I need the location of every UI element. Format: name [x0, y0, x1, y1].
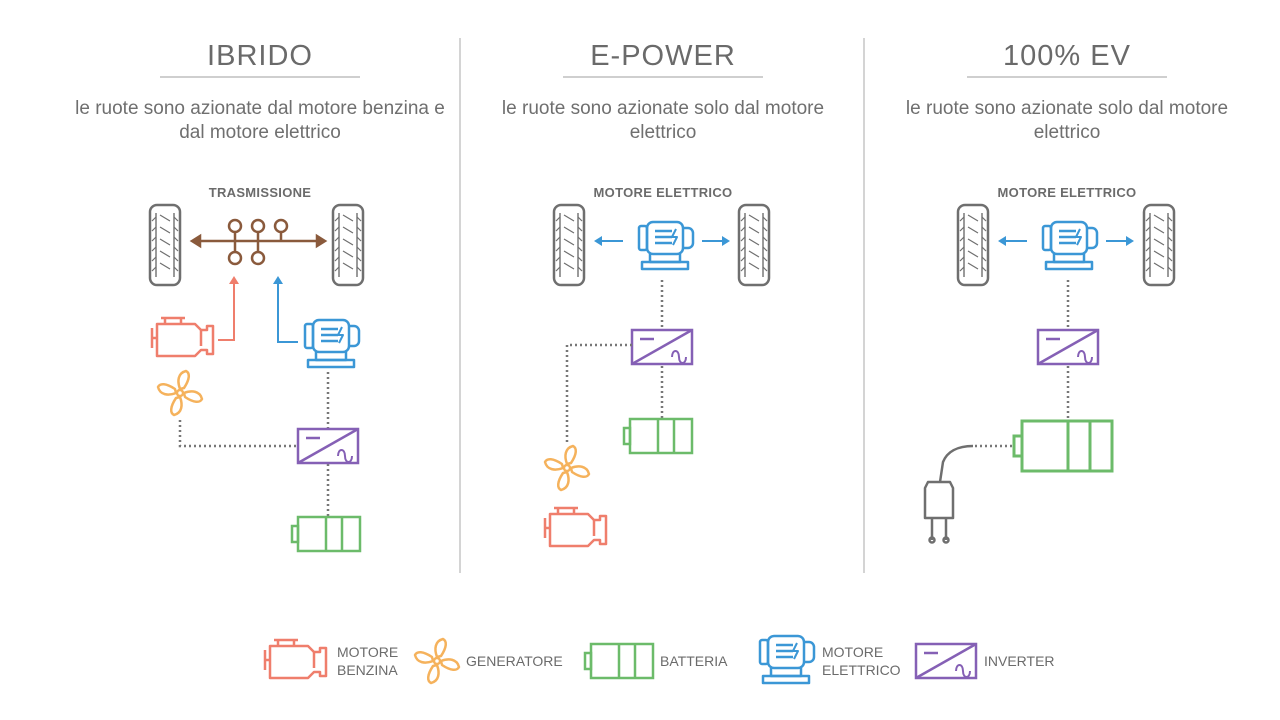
battery-icon	[622, 417, 694, 455]
title-underline	[563, 76, 763, 78]
legend-label: BATTERIA	[660, 653, 728, 669]
electric-motor-icon	[637, 220, 695, 271]
legend-label: GENERATORE	[466, 653, 563, 669]
legend-label: INVERTER	[984, 653, 1055, 669]
ev-diagram	[923, 203, 1176, 544]
legend-item-electric-motor: MOTORE ELETTRICO	[822, 643, 901, 679]
inverter-icon	[296, 427, 360, 465]
generator-icon	[545, 446, 589, 490]
legend-item-engine: MOTORE BENZINA	[337, 643, 398, 679]
column-title: 100% EV	[1003, 40, 1131, 72]
wheel-icon	[1142, 203, 1176, 287]
title-underline	[967, 76, 1167, 78]
column-epower: E-POWER le ruote sono azionate solo dal …	[458, 0, 868, 590]
transmission-icon	[189, 218, 328, 266]
legend-item-generator: GENERATORE	[466, 652, 563, 670]
wheel-icon	[148, 203, 182, 287]
wheel-icon	[737, 203, 771, 287]
electric-motor-icon	[1041, 220, 1099, 271]
legend-label: MOTORE	[337, 644, 399, 660]
diagram-label: MOTORE ELETTRICO	[997, 185, 1137, 200]
electric-motor-icon	[303, 318, 361, 369]
column-divider	[459, 38, 461, 573]
legend-item-battery: BATTERIA	[660, 652, 727, 670]
inverter-icon	[1036, 328, 1100, 366]
diagram-label: TRASMISSIONE	[208, 185, 312, 200]
battery-icon	[1012, 419, 1114, 473]
generator-icon	[158, 371, 202, 415]
legend-item-inverter: INVERTER	[984, 652, 1055, 670]
inverter-icon	[630, 328, 694, 366]
charging-plug-icon	[923, 444, 974, 544]
legend-inverter-icon	[914, 642, 978, 680]
column-title: IBRIDO	[207, 40, 313, 72]
engine-icon	[543, 506, 608, 548]
legend-label: BENZINA	[337, 662, 398, 678]
legend-engine-icon	[263, 638, 328, 680]
legend-label: ELETTRICO	[822, 662, 901, 678]
wheel-icon	[552, 203, 586, 287]
column-title: E-POWER	[590, 40, 736, 72]
legend-label: MOTORE	[822, 644, 884, 660]
column-ev: 100% EV le ruote sono azionate solo dal …	[862, 0, 1272, 590]
diagram-label: MOTORE ELETTRICO	[593, 185, 733, 200]
column-description: le ruote sono azionate dal motore benzin…	[75, 98, 445, 143]
column-description: le ruote sono azionate solo dal motore e…	[501, 98, 825, 143]
battery-icon	[290, 515, 362, 553]
legend-battery-icon	[583, 642, 655, 680]
column-ibrido: IBRIDO le ruote sono azionate dal motore…	[55, 0, 465, 590]
column-divider	[863, 38, 865, 573]
title-underline	[160, 76, 360, 78]
ibrido-diagram	[148, 203, 365, 553]
engine-icon	[150, 316, 215, 358]
wheel-icon	[956, 203, 990, 287]
epower-diagram	[543, 203, 771, 548]
legend-generator-icon	[415, 639, 459, 683]
legend-electric-motor-icon	[758, 634, 816, 685]
wheel-icon	[331, 203, 365, 287]
column-description: le ruote sono azionate solo dal motore e…	[905, 98, 1229, 143]
